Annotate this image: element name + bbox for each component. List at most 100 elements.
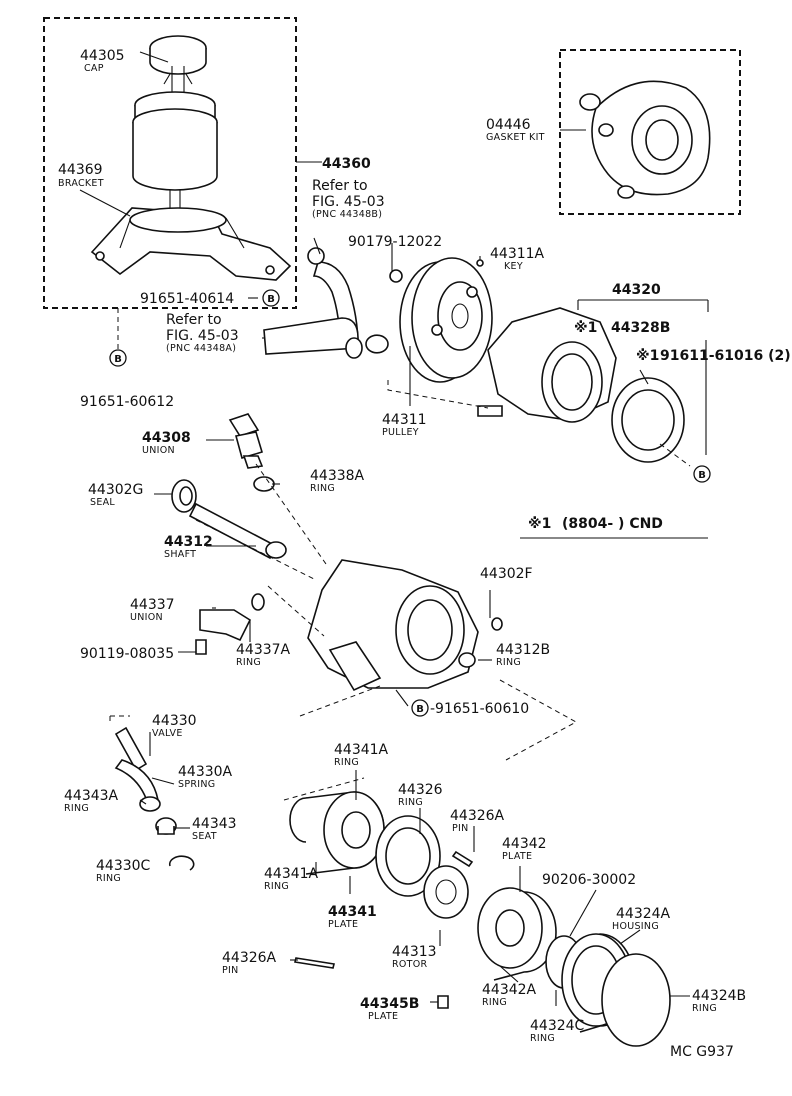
label-91611-61016: 91611-61016 (2) (660, 348, 791, 364)
cap-drawing (149, 35, 207, 94)
seat-drawing (155, 817, 177, 835)
label-44311A-sub: KEY (504, 261, 523, 272)
label-44328B-mark: ※1 (574, 320, 597, 336)
label-44324A-sub: HOUSING (612, 921, 659, 932)
label-44342A: 44342A (482, 982, 537, 998)
label-ref1-b: FIG. 45-03 (312, 194, 385, 210)
label-44330C: 44330C (96, 858, 151, 874)
ref-badge-b-1: B (262, 289, 280, 307)
label-44305-sub: CAP (84, 63, 104, 74)
reservoir-group-box (43, 17, 297, 309)
label-44308: 44308 (142, 430, 191, 446)
label-44324C: 44324C (530, 1018, 585, 1034)
label-44320: 44320 (612, 282, 661, 298)
label-44369: 44369 (58, 162, 103, 178)
label-90179-12022: 90179-12022 (348, 234, 442, 250)
note-text: (8804- ) CND (562, 516, 663, 532)
label-90206-30002: 90206-30002 (542, 872, 636, 888)
ring-44312B-drawing (458, 652, 476, 668)
reservoir-tank-drawing (132, 91, 218, 208)
union-44308-drawing (228, 413, 264, 469)
label-44324C-sub: RING (530, 1033, 555, 1044)
label-44337: 44337 (130, 597, 175, 613)
label-04446: 04446 (486, 117, 531, 133)
label-44341A-top: 44341A (334, 742, 389, 758)
label-44328B: 44328B (611, 320, 670, 336)
label-ref1-c: (PNC 44348B) (312, 209, 382, 220)
label-44345B-sub: PLATE (368, 1011, 398, 1022)
ring-44338A-drawing (253, 476, 275, 492)
hose-upper-drawing (263, 247, 389, 359)
label-44342: 44342 (502, 836, 547, 852)
label-44330A: 44330A (178, 764, 233, 780)
label-44302G-sub: SEAL (90, 497, 115, 508)
label-44324B-sub: RING (692, 1003, 717, 1014)
label-44341A-left-sub: RING (264, 881, 289, 892)
label-91651-40614: 91651-40614 (140, 291, 234, 307)
gasket-kit-drawing (579, 80, 711, 199)
label-44305: 44305 (80, 48, 125, 64)
valve-drawing (114, 726, 161, 812)
label-44345B: 44345B (360, 996, 419, 1012)
label-44311: 44311 (382, 412, 427, 428)
label-44326A-top: 44326A (450, 808, 505, 824)
label-44311A: 44311A (490, 246, 545, 262)
pulley-drawing (399, 257, 493, 383)
label-44324A: 44324A (616, 906, 671, 922)
plate-44341-drawing (289, 791, 385, 875)
label-44312B: 44312B (496, 642, 550, 658)
svg-text:B: B (416, 704, 424, 715)
rotor-drawing (423, 865, 469, 919)
bolt-90179-drawing (389, 269, 403, 283)
gasket-44328B-drawing (611, 377, 685, 463)
label-44338A: 44338A (310, 468, 365, 484)
pin-44326A-low-drawing (294, 957, 335, 969)
label-44343: 44343 (192, 816, 237, 832)
label-44308-sub: UNION (142, 445, 175, 456)
label-44341A-left: 44341A (264, 866, 319, 882)
label-04446-sub: GASKET KIT (486, 132, 545, 143)
ring-44302F-drawing (491, 617, 503, 631)
ref-badge-b-4: B (411, 699, 429, 717)
label-44342-sub: PLATE (502, 851, 532, 862)
label-44326A-low-sub: PIN (222, 965, 239, 976)
dashed-assembly-lines (109, 308, 691, 801)
plate-44345B-drawing (437, 995, 449, 1009)
label-44343A: 44343A (64, 788, 119, 804)
svg-text:B: B (114, 354, 122, 365)
label-44341A-top-sub: RING (334, 757, 359, 768)
key-drawing (476, 259, 484, 267)
label-44313: 44313 (392, 944, 437, 960)
label-90119-08035: 90119-08035 (80, 646, 174, 662)
label-44341-sub: PLATE (328, 919, 358, 930)
label-44326-sub: RING (398, 797, 423, 808)
label-44326A-low: 44326A (222, 950, 277, 966)
union-44337-drawing (199, 593, 265, 642)
label-44330C-sub: RING (96, 873, 121, 884)
label-44342A-sub: RING (482, 997, 507, 1008)
label-44337A: 44337A (236, 642, 291, 658)
label-44312: 44312 (164, 534, 213, 550)
label-44330: 44330 (152, 713, 197, 729)
svg-text:B: B (267, 294, 275, 305)
label-91651-60610: -91651-60610 (430, 701, 529, 717)
pump-body-upper-drawing (477, 307, 617, 423)
plate-44342-drawing (477, 887, 557, 981)
label-44369-sub: BRACKET (58, 178, 104, 189)
label-ref2-a: Refer to (166, 312, 222, 328)
label-91611-mark: ※1 (636, 348, 659, 364)
seal-drawing (171, 479, 197, 513)
ring-44330C-drawing (168, 855, 195, 871)
label-44312-sub: SHAFT (164, 549, 196, 560)
label-44326A-top-sub: PIN (452, 823, 469, 834)
label-ref1-a: Refer to (312, 178, 368, 194)
label-ref2-b: FIG. 45-03 (166, 328, 239, 344)
ref-badge-b-3: B (693, 465, 711, 483)
label-ref2-c: (PNC 44348A) (166, 343, 236, 354)
svg-text:B: B (698, 470, 706, 481)
label-44337A-sub: RING (236, 657, 261, 668)
label-44360: 44360 (322, 156, 371, 172)
gasket-kit-group-box (559, 49, 741, 215)
ring-44324B-drawing (601, 953, 671, 1047)
